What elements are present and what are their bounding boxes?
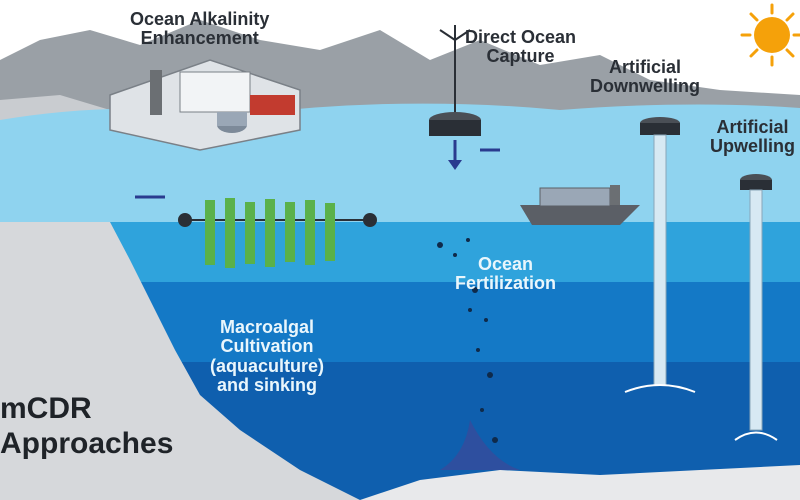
wind-turbine-icon <box>439 25 471 120</box>
label-artificial-downwelling-line1: Artificial <box>608 57 682 77</box>
label-ocean-fertilization-line2: Fertilization <box>455 273 557 294</box>
factory-icon <box>109 59 301 151</box>
seaweed-farm-icon <box>178 198 377 268</box>
upwelling-pipe <box>734 174 778 441</box>
label-artificial-upwelling-line2: Upwelling <box>710 136 795 157</box>
label-artificial-downwelling: Artificial Downwelling <box>590 57 700 97</box>
label-ocean-alkalinity-line1: Ocean Alkalinity <box>130 9 270 29</box>
label-macroalgal-line3: (aquaculture) <box>210 355 325 376</box>
sinking-plume <box>440 420 520 470</box>
label-macroalgal-line2: Cultivation <box>220 336 314 357</box>
label-mcdr-line2: Approaches <box>0 426 174 460</box>
seafloor <box>360 465 800 500</box>
label-mcdr-title: mCDR Approaches <box>0 392 173 461</box>
continental-shelf <box>0 222 360 500</box>
flow-arrow-icon <box>135 148 500 199</box>
label-artificial-upwelling: Artificial Upwelling <box>710 117 795 157</box>
label-ocean-alkalinity-line2: Enhancement <box>140 28 259 49</box>
label-mcdr-line1: mCDR <box>0 392 92 425</box>
label-macroalgal-line4: and sinking <box>217 375 318 396</box>
label-ocean-alkalinity: Ocean Alkalinity Enhancement <box>130 9 270 49</box>
sun-icon <box>740 3 800 67</box>
label-macroalgal-line1: Macroalgal <box>219 317 315 337</box>
downwelling-pipe <box>624 117 696 393</box>
label-ocean-fertilization-line1: Ocean <box>477 254 534 274</box>
label-direct-ocean-capture-line1: Direct Ocean <box>465 27 577 47</box>
label-artificial-upwelling-line1: Artificial <box>716 117 789 137</box>
label-direct-ocean-capture-line2: Capture <box>486 46 555 67</box>
buoy-platform-icon <box>429 112 481 170</box>
label-direct-ocean-capture: Direct Ocean Capture <box>465 27 577 67</box>
label-artificial-downwelling-line2: Downwelling <box>590 76 700 97</box>
label-macroalgal: Macroalgal Cultivation (aquaculture) and… <box>210 317 325 396</box>
fertilization-particles <box>437 238 498 443</box>
label-ocean-fertilization: Ocean Fertilization <box>455 254 557 294</box>
ship-icon <box>520 185 640 225</box>
